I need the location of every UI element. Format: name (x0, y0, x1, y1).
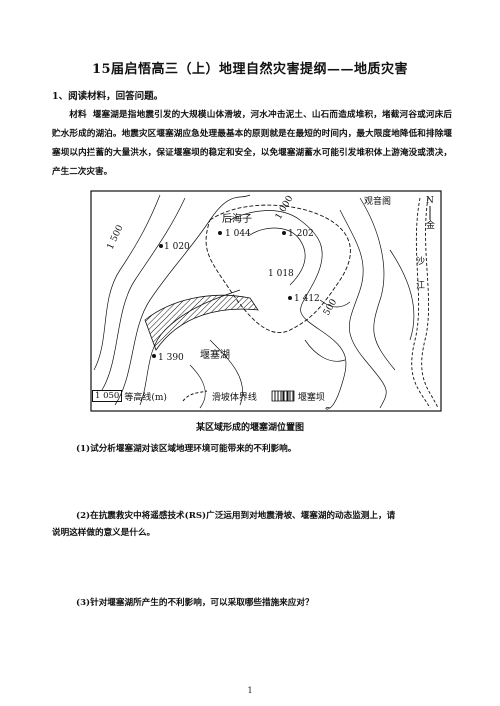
label-river-3: 江 (416, 280, 425, 291)
label-river-2: 沙 (416, 256, 425, 267)
elev-1390: 1 390 (158, 353, 184, 363)
elevation-points (152, 231, 292, 358)
label-houhaizi: 后海子 (222, 212, 252, 225)
elev-1018: 1 018 (268, 269, 294, 279)
elev-1412: 1 412 (294, 294, 320, 304)
map-svg: 后海子 观音阁 N 金 沙 江 堰塞湖 1 044 1 202 1 020 1 … (90, 190, 442, 412)
dam-symbol-icon (271, 390, 295, 402)
landslide-boundary (205, 204, 351, 334)
map-caption: 某区域形成的堰塞湖位置图 (195, 423, 304, 433)
map-legend: 1 050 等高线(m) 滑坡体界线 堰塞坝 (92, 388, 325, 404)
elev-1044: 1 044 (225, 229, 251, 239)
label-barrier-lake: 堰塞湖 (200, 348, 230, 361)
barrier-dam (144, 294, 259, 351)
north-arrow-label: N (426, 196, 434, 206)
elev-1020: 1 020 (164, 242, 190, 252)
question-2-line-2: 说明这样做的意义是什么。 (52, 528, 156, 538)
elev-1202: 1 202 (288, 229, 314, 239)
label-river-1: 金 (426, 219, 435, 231)
landslide-line-icon (182, 390, 208, 402)
barrier-lake-map: 后海子 观音阁 N 金 沙 江 堰塞湖 1 044 1 202 1 020 1 … (90, 190, 442, 412)
page-number: 1 (247, 686, 253, 695)
material-text: 堰塞湖是指地震引发的大规模山体滑坡，河水冲击泥土、山石而造成堆积，堵截河谷或河床… (52, 110, 452, 177)
question-intro: 1、阅读材料，回答问题。 (52, 91, 164, 102)
legend-contour-value: 1 050 (92, 390, 123, 402)
question-2-line-1: (2)在抗震救灾中将遥感技术(RS)广泛运用到对地震滑坡、堰塞湖的动态监测上，请 (76, 511, 396, 521)
material-paragraph: 材料堰塞湖是指地震引发的大规模山体滑坡，河水冲击泥土、山石而造成堆积，堵截河谷或… (52, 106, 452, 182)
contour-lines (93, 194, 415, 410)
legend-contour-label: 等高线(m) (124, 392, 167, 403)
material-label: 材料 (69, 110, 87, 120)
label-guanyinge: 观音阁 (364, 195, 391, 207)
question-1: (1)试分析堰塞湖对该区域地理环境可能带来的不利影响。 (76, 444, 297, 454)
legend-dam-label: 堰塞坝 (297, 392, 325, 403)
question-3: (3)针对堰塞湖所产生的不利影响，可以采取哪些措施来应对？ (76, 598, 314, 608)
map-border (90, 190, 442, 412)
jinsha-river (411, 197, 431, 409)
page-title: 15届启悟高三（上）地理自然灾害提纲——地质灾害 (91, 62, 409, 77)
legend-landslide-label: 滑坡体界线 (211, 392, 257, 403)
